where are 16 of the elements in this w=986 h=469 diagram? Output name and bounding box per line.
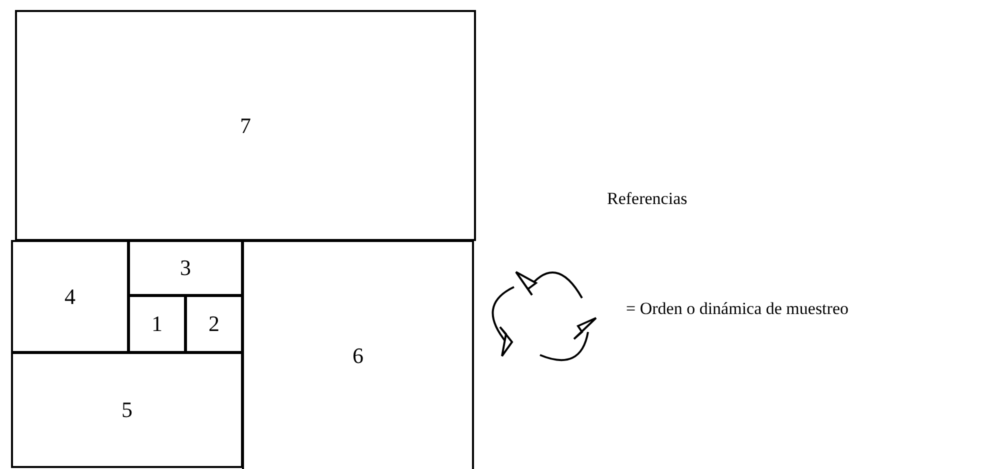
region-number: 6 [352,344,364,366]
region-number: 5 [122,399,132,421]
region-box [128,295,186,353]
region-number: 4 [64,286,76,308]
region-box [242,240,474,469]
region-number: 1 [152,313,162,335]
region-number: 7 [240,114,251,136]
region-number: 2 [208,313,220,335]
region-box [11,240,129,353]
region-box [11,352,243,468]
region-box [128,240,243,296]
region-number: 3 [180,257,191,279]
legend-title: Referencias [607,190,688,207]
legend-text: = Orden o dinámica de muestreo [626,300,848,316]
region-box [15,10,476,241]
region-box [185,295,243,353]
